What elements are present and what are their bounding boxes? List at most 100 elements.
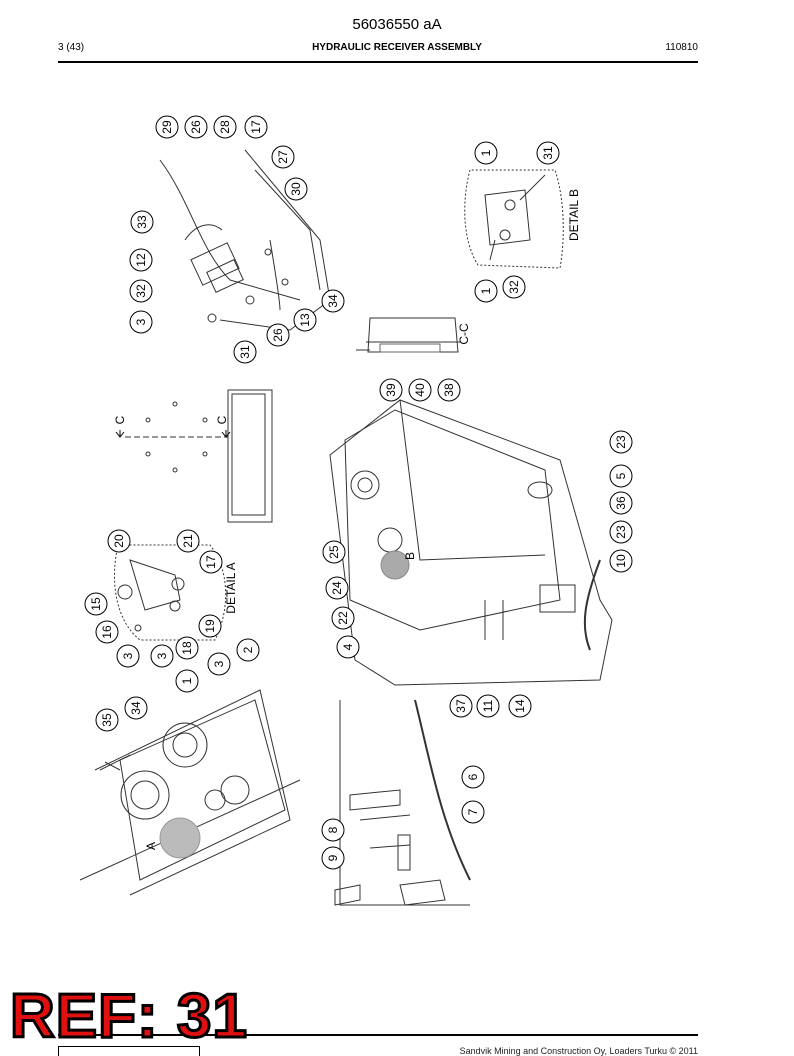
callout-number: 10 — [614, 554, 628, 568]
section-c-label-right: C — [215, 415, 229, 424]
callout-number: 11 — [481, 699, 495, 712]
callout-number: 25 — [327, 545, 341, 559]
callout-detail-a-2: 21 — [176, 529, 200, 553]
callout-number: 34 — [129, 701, 143, 715]
callout-detail-b-3: 1 — [474, 279, 498, 303]
callout-number: 37 — [454, 699, 468, 713]
callout-number: 4 — [341, 643, 355, 650]
callout-number: 23 — [614, 435, 628, 449]
callout-detail-top-6: 30 — [284, 177, 308, 201]
callout-detail-a-9: 19 — [198, 614, 222, 638]
callout-detail-top-9: 32 — [129, 279, 153, 303]
callout-detail-top-2: 26 — [184, 115, 208, 139]
callout-number: 26 — [271, 328, 285, 342]
callout-number: 3 — [155, 652, 169, 659]
callout-detail-top-4: 17 — [244, 115, 268, 139]
callout-number: 12 — [134, 253, 148, 267]
callout-main-right-4: 4 — [336, 635, 360, 659]
callout-number: 29 — [160, 120, 174, 134]
callout-main-left-1: 1 — [175, 669, 199, 693]
callout-number: 2 — [241, 646, 255, 653]
callout-detail-a-8: 18 — [175, 636, 199, 660]
callout-number: 40 — [413, 383, 427, 397]
callout-number: 6 — [466, 773, 480, 780]
callout-detail-b-1: 1 — [474, 141, 498, 165]
callout-main-right-6: 5 — [609, 464, 633, 488]
callout-number: 20 — [112, 534, 126, 548]
page-count: 3 (43) — [58, 42, 85, 53]
callout-number: 3 — [212, 660, 226, 667]
callout-main-right-12: 14 — [508, 694, 532, 718]
callout-number: 26 — [189, 120, 203, 134]
callout-detail-top-13: 13 — [293, 308, 317, 332]
callout-number: 3 — [134, 318, 148, 325]
callout-main-right-9: 10 — [609, 549, 633, 573]
callout-detail-top-10: 3 — [129, 310, 153, 334]
view-a-label: A — [144, 842, 158, 850]
callout-detail-top-8: 12 — [129, 248, 153, 272]
callout-number: 18 — [180, 641, 194, 655]
callout-main-right-8: 23 — [609, 520, 633, 544]
callout-number: 31 — [541, 146, 555, 160]
callout-main-left-5: 34 — [124, 696, 148, 720]
callout-main-right-16: 9 — [321, 846, 345, 870]
callout-main-right-10: 37 — [449, 694, 473, 718]
callout-number: 21 — [181, 534, 195, 548]
callout-number: 19 — [203, 619, 217, 633]
callout-detail-a-3: 17 — [199, 550, 223, 574]
callout-number: 5 — [614, 472, 628, 479]
callout-number: 17 — [249, 120, 263, 134]
callout-number: 3 — [121, 652, 135, 659]
callout-number: 24 — [330, 581, 344, 595]
callout-detail-a-7: 3 — [150, 644, 174, 668]
callout-section-cc-1: 39 — [379, 378, 403, 402]
callout-detail-top-1: 29 — [155, 115, 179, 139]
detail-b-label: DETAIL B — [567, 189, 581, 241]
callout-number: 16 — [100, 625, 114, 639]
hose-assembly-drawing — [334, 699, 471, 906]
callout-section-cc-2: 40 — [408, 378, 432, 402]
callout-detail-b-2: 31 — [536, 141, 560, 165]
section-cc-drawing — [356, 317, 460, 353]
callout-number: 7 — [466, 808, 480, 815]
callout-number: 39 — [384, 383, 398, 397]
page-title: HYDRAULIC RECEIVER ASSEMBLY — [312, 42, 482, 53]
main-left-drawing — [79, 689, 301, 896]
callout-main-right-3: 22 — [331, 606, 355, 630]
top-detail-drawing — [159, 149, 331, 331]
callout-detail-b-4: 32 — [502, 275, 526, 299]
footer-rule — [58, 1034, 698, 1036]
callout-main-left-2: 3 — [207, 652, 231, 676]
header-rule — [58, 61, 698, 63]
callout-main-right-11: 11 — [476, 694, 500, 718]
callout-detail-a-6: 3 — [116, 644, 140, 668]
callout-number: 13 — [298, 313, 312, 327]
callout-number: 15 — [89, 597, 103, 611]
callout-section-cc-3: 38 — [437, 378, 461, 402]
detail-a-label: DETAIL A — [224, 562, 238, 613]
callout-number: 1 — [479, 149, 493, 156]
callout-detail-top-12: 26 — [266, 323, 290, 347]
callout-detail-a-1: 20 — [107, 529, 131, 553]
callout-detail-top-11: 31 — [233, 340, 257, 364]
callout-main-right-5: 23 — [609, 430, 633, 454]
callout-main-right-7: 36 — [609, 491, 633, 515]
callout-number: 35 — [100, 713, 114, 727]
document-number: 56036550 aA — [352, 16, 442, 33]
detail-b-drawing — [464, 169, 564, 269]
callout-main-right-13: 6 — [461, 765, 485, 789]
section-c-label-left: C — [113, 415, 127, 424]
company-logo — [58, 1046, 200, 1056]
ref-stamp: REF: 31 — [9, 982, 249, 1051]
callout-number: 38 — [442, 383, 456, 397]
callout-detail-a-4: 15 — [84, 592, 108, 616]
callout-number: 8 — [326, 826, 340, 833]
view-b-label: B — [403, 552, 417, 560]
callout-number: 28 — [218, 120, 232, 134]
callout-number: 32 — [134, 284, 148, 298]
section-cc-label: C-C — [457, 323, 471, 345]
callout-detail-top-5: 27 — [271, 145, 295, 169]
callout-number: 36 — [614, 496, 628, 510]
callout-detail-top-7: 33 — [130, 210, 154, 234]
